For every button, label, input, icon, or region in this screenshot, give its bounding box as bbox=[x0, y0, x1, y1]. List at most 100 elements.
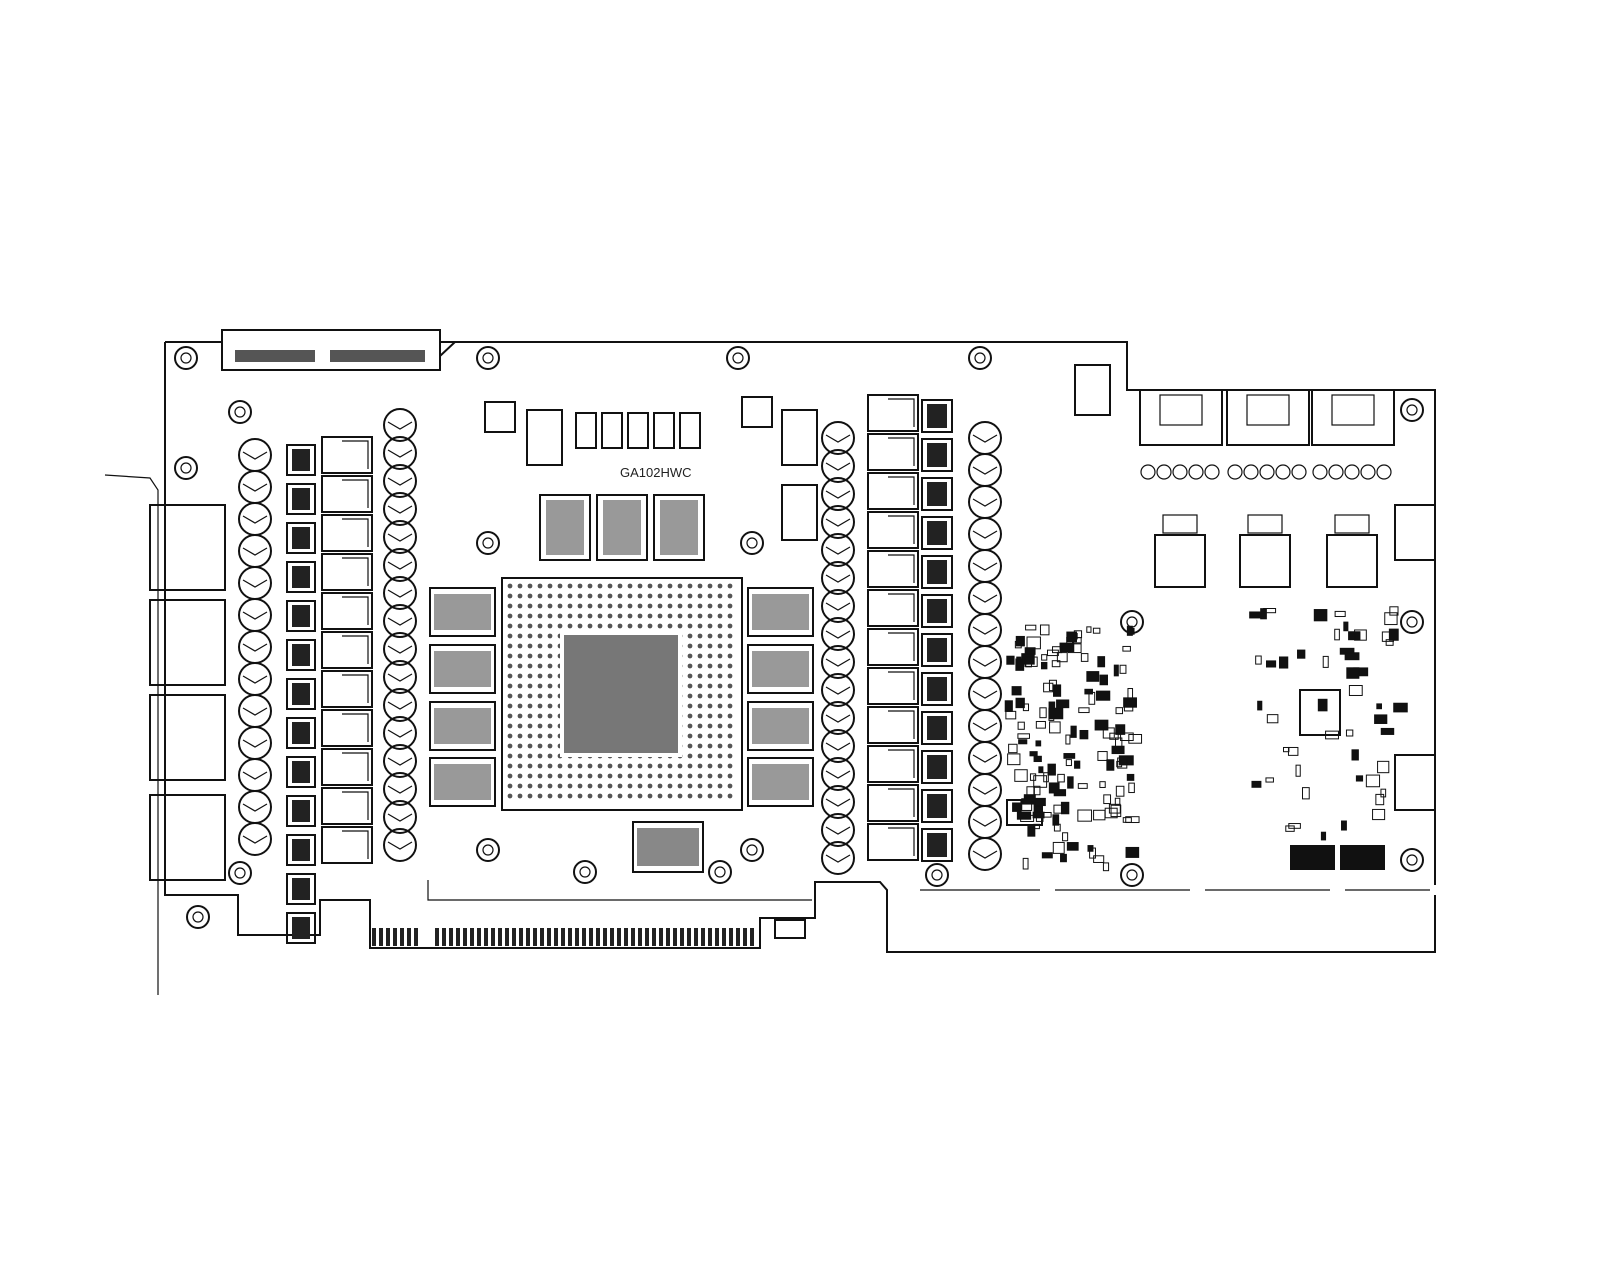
smd-component bbox=[1066, 842, 1079, 851]
power-pin bbox=[1140, 464, 1156, 480]
bga-ball bbox=[547, 663, 553, 669]
mosfet bbox=[286, 795, 316, 827]
bga-ball bbox=[727, 613, 733, 619]
pcie-pin bbox=[652, 928, 656, 946]
power-stage bbox=[526, 409, 563, 466]
bga-ball bbox=[577, 783, 583, 789]
bga-ball bbox=[517, 593, 523, 599]
bga-ball bbox=[587, 773, 593, 779]
capacitor bbox=[821, 645, 855, 679]
capacitor-mark bbox=[387, 757, 413, 766]
mosfet-die bbox=[927, 638, 947, 662]
smd-component bbox=[1126, 773, 1135, 781]
capacitor-mark bbox=[387, 589, 413, 598]
capacitor bbox=[821, 505, 855, 539]
capacitor-mark bbox=[972, 434, 998, 443]
pcie-pin bbox=[617, 928, 621, 946]
mounting-hole bbox=[573, 860, 597, 884]
bga-ball bbox=[527, 583, 533, 589]
bga-ball bbox=[697, 603, 703, 609]
capacitor-mark bbox=[242, 739, 268, 748]
smd-component bbox=[1313, 609, 1328, 622]
bga-ball bbox=[537, 693, 543, 699]
bga-ball bbox=[527, 703, 533, 709]
bga-ball bbox=[647, 623, 653, 629]
memory-chip bbox=[429, 644, 496, 694]
pcie-pin bbox=[638, 928, 642, 946]
mounting-hole bbox=[476, 531, 500, 555]
bga-ball bbox=[707, 793, 713, 799]
pcie-pin bbox=[498, 928, 502, 946]
smd-component bbox=[1122, 817, 1132, 823]
smd-component bbox=[1278, 656, 1289, 669]
bga-ball bbox=[717, 653, 723, 659]
bga-ball bbox=[517, 693, 523, 699]
mounting-hole bbox=[174, 346, 198, 370]
bga-ball bbox=[697, 743, 703, 749]
bga-ball bbox=[527, 643, 533, 649]
mounting-hole bbox=[476, 838, 500, 862]
bga-ball bbox=[707, 643, 713, 649]
pcie-pin bbox=[533, 928, 537, 946]
bga-ball bbox=[637, 603, 643, 609]
smd-component bbox=[1283, 746, 1290, 753]
bga-ball bbox=[517, 583, 523, 589]
smd-component bbox=[1026, 636, 1041, 650]
capacitor-tantalum bbox=[679, 412, 701, 449]
smd-component bbox=[1097, 751, 1108, 761]
bga-ball bbox=[537, 623, 543, 629]
smd-component bbox=[1110, 804, 1122, 818]
capacitor-mark bbox=[242, 579, 268, 588]
bga-ball bbox=[507, 613, 513, 619]
smd-component bbox=[1066, 631, 1077, 643]
smd-component bbox=[1127, 688, 1134, 700]
bga-ball bbox=[537, 663, 543, 669]
capacitor bbox=[821, 785, 855, 819]
power-connector bbox=[1226, 389, 1310, 446]
smd-component bbox=[1295, 764, 1301, 777]
capacitor-mark bbox=[825, 770, 851, 779]
capacitor-mark bbox=[825, 434, 851, 443]
smd-component bbox=[1033, 755, 1042, 763]
capacitor-mark bbox=[387, 729, 413, 738]
mounting-hole bbox=[1400, 610, 1424, 634]
power-connector bbox=[1311, 389, 1395, 446]
smd-component bbox=[1255, 655, 1262, 665]
mounting-hole-inner bbox=[1126, 616, 1138, 628]
capacitor-mark bbox=[972, 786, 998, 795]
gpu-label: GA102HWC bbox=[620, 465, 692, 480]
inductor-pin bbox=[888, 671, 915, 700]
bga-ball bbox=[557, 623, 563, 629]
capacitor-mark bbox=[242, 451, 268, 460]
capacitor-mark bbox=[387, 841, 413, 850]
inductor bbox=[321, 709, 373, 747]
bga-ball bbox=[637, 773, 643, 779]
inductor-pin bbox=[888, 593, 915, 622]
ic-chip bbox=[1299, 689, 1341, 736]
mosfet-die bbox=[927, 404, 947, 428]
capacitor bbox=[238, 438, 272, 472]
bga-ball bbox=[517, 773, 523, 779]
bga-ball bbox=[637, 613, 643, 619]
mosfet bbox=[286, 561, 316, 593]
bga-ball bbox=[677, 603, 683, 609]
smd-component bbox=[1051, 660, 1061, 668]
bga-ball bbox=[547, 633, 553, 639]
smd-component bbox=[1029, 773, 1037, 781]
bga-ball bbox=[617, 603, 623, 609]
capacitor bbox=[968, 709, 1002, 743]
bga-ball bbox=[707, 623, 713, 629]
bga-ball bbox=[597, 783, 603, 789]
smd-component bbox=[1004, 700, 1013, 712]
bga-ball bbox=[507, 673, 513, 679]
mounting-hole bbox=[174, 456, 198, 480]
capacitor-mark bbox=[972, 850, 998, 859]
bga-ball bbox=[527, 683, 533, 689]
smd-component bbox=[1334, 610, 1346, 618]
mosfet bbox=[921, 672, 953, 706]
smd-component bbox=[1011, 686, 1022, 696]
bga-ball bbox=[547, 703, 553, 709]
smd-component bbox=[1038, 766, 1044, 774]
smd-component bbox=[1065, 759, 1072, 767]
bga-ball bbox=[687, 613, 693, 619]
